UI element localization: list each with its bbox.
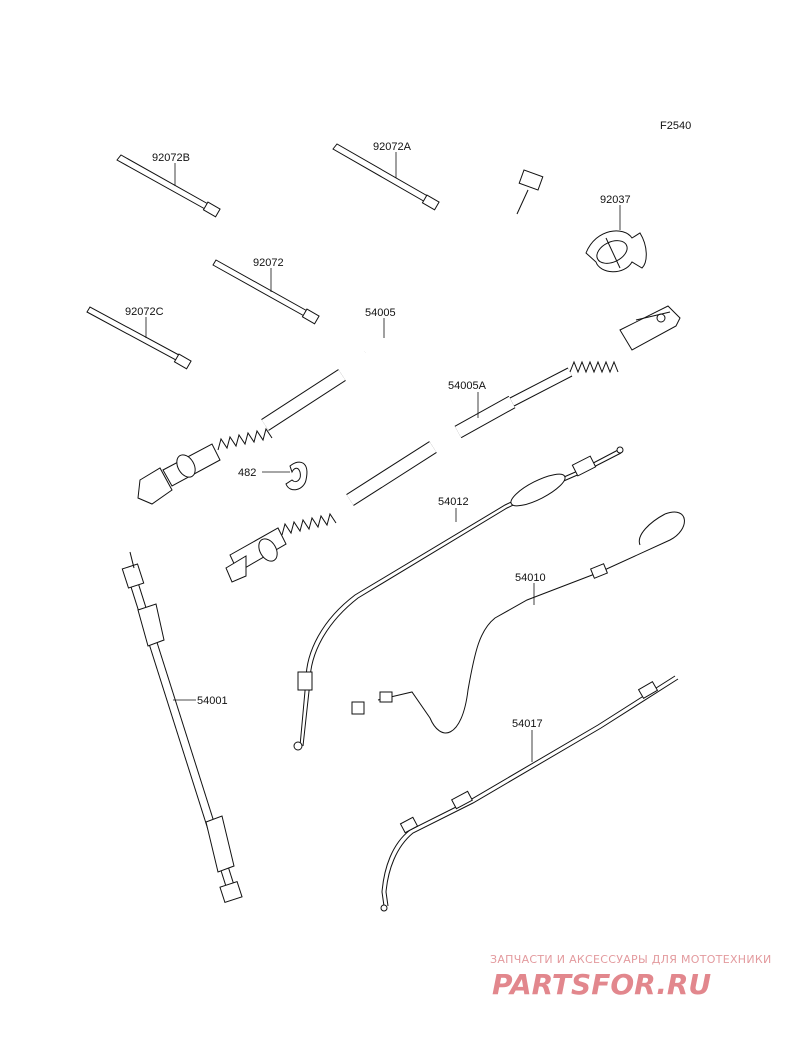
cable-tie-92072: 92072 xyxy=(212,257,320,325)
label-92072c: 92072C xyxy=(125,306,164,318)
figure-id: F2540 xyxy=(660,120,691,132)
cable-tie-92072c: 92072C xyxy=(86,306,192,370)
watermark-logo: PARTSFOR.RU xyxy=(492,968,711,1001)
cable-54017: 54017 xyxy=(380,675,679,912)
speedometer-cable-54001: 54001 xyxy=(121,551,243,904)
label-54001: 54001 xyxy=(197,695,228,707)
watermark: ЗАПЧАСТИ И АКСЕССУАРЫ ДЛЯ МОТОТЕХНИКИ PA… xyxy=(490,953,772,1001)
cable-tie-92072b: 92072B xyxy=(116,152,221,218)
label-92072a: 92072A xyxy=(373,141,412,153)
label-54017: 54017 xyxy=(512,718,543,730)
label-92037: 92037 xyxy=(600,194,631,206)
label-54005: 54005 xyxy=(365,307,396,319)
spring-54005a xyxy=(569,360,619,374)
label-54005a: 54005A xyxy=(448,380,487,392)
cable-54012: 54012 xyxy=(293,446,624,751)
throttle-cable-left-lower xyxy=(225,441,437,583)
label-482: 482 xyxy=(238,467,256,479)
cable-tie-92072a: 92072A xyxy=(332,141,440,211)
cable-54010: 54010 xyxy=(351,511,685,734)
throttle-cable-54005: 54005 xyxy=(362,169,544,357)
label-54012: 54012 xyxy=(438,496,469,508)
label-54010: 54010 xyxy=(515,572,546,584)
label-92072: 92072 xyxy=(253,257,284,269)
watermark-tagline: ЗАПЧАСТИ И АКСЕССУАРЫ ДЛЯ МОТОТЕХНИКИ xyxy=(490,953,772,966)
clamp-92037: 92037 xyxy=(585,194,647,273)
throttle-cable-54005a: 54005A xyxy=(448,305,681,439)
clip-482: 482 xyxy=(238,461,308,491)
throttle-cable-left-upper xyxy=(137,369,346,505)
label-92072b: 92072B xyxy=(152,152,190,164)
